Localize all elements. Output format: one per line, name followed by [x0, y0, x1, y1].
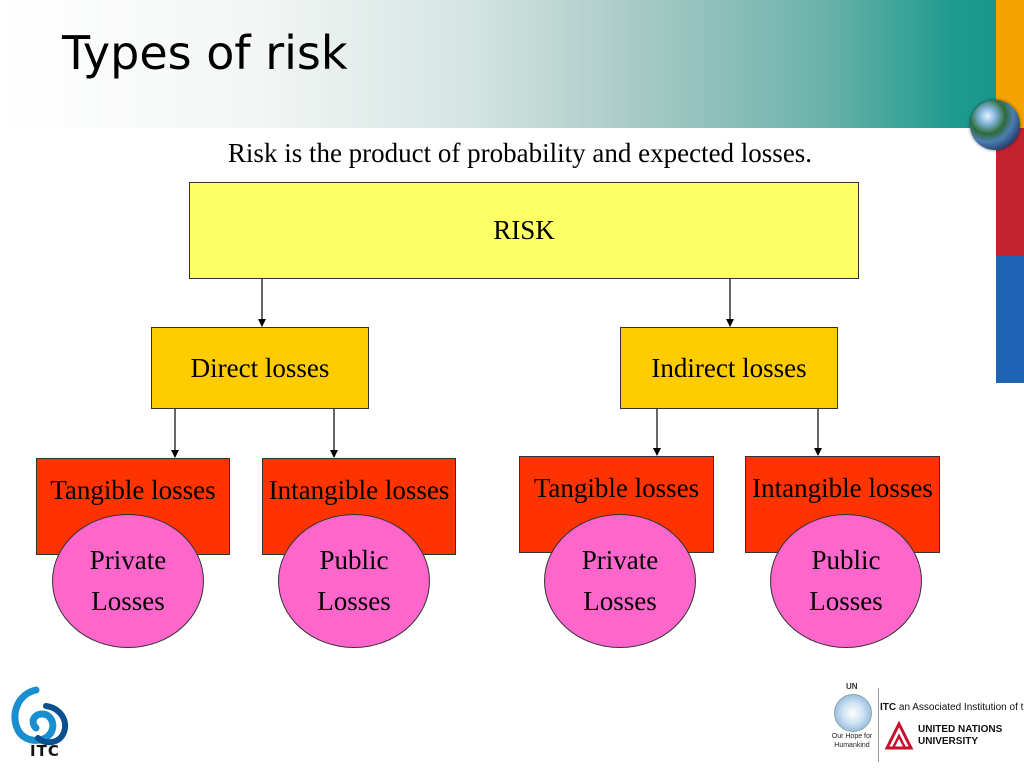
- partner-logos: UN Our Hope for Humankind ITC an Associa…: [822, 680, 1024, 766]
- itc-logo-icon: [11, 686, 69, 746]
- partner-divider: [878, 688, 879, 762]
- itc-association-text: ITC an Associated Institution of the: [880, 702, 1024, 713]
- globe-icon: [970, 100, 1020, 150]
- itc-assoc-text: an Associated Institution of the: [898, 702, 1024, 713]
- itc-assoc-short: ITC: [880, 702, 897, 713]
- indirect-intangible-losses-box: Intangible losses: [745, 456, 940, 553]
- un-emblem-icon: [834, 694, 872, 732]
- leaf-label: Tangible losses: [533, 473, 700, 503]
- circle-line2: Losses: [583, 586, 657, 616]
- leaf-label: Intangible losses: [752, 473, 933, 503]
- slide-subtitle: Risk is the product of probability and e…: [227, 138, 813, 168]
- circle-line2: Losses: [317, 586, 391, 616]
- slide-title: Types of risk: [62, 26, 348, 80]
- unu-mark-icon: [884, 720, 914, 750]
- circle-line1: Private: [89, 545, 167, 575]
- un-label: UN: [846, 682, 858, 691]
- unu-line1: UNITED NATIONS: [918, 724, 1003, 735]
- risk-box: RISK: [189, 182, 859, 279]
- circle-line2: Losses: [91, 586, 165, 616]
- indirect-losses-box: Indirect losses: [620, 327, 838, 409]
- direct-losses-box: Direct losses: [151, 327, 369, 409]
- side-bar-blue: [996, 256, 1024, 383]
- un-motto: Our Hope for Humankind: [831, 733, 873, 749]
- header-band: [0, 0, 1024, 128]
- circle-line1: Private: [581, 545, 659, 575]
- itc-logo-label: ITC: [30, 742, 60, 760]
- circle-line2: Losses: [809, 586, 883, 616]
- circle-line1: Public: [319, 545, 389, 575]
- leaf-label: Tangible losses: [50, 475, 216, 505]
- unu-line2: UNIVERSITY: [918, 736, 979, 747]
- circle-line1: Public: [811, 545, 881, 575]
- leaf-label: Intangible losses: [268, 475, 450, 505]
